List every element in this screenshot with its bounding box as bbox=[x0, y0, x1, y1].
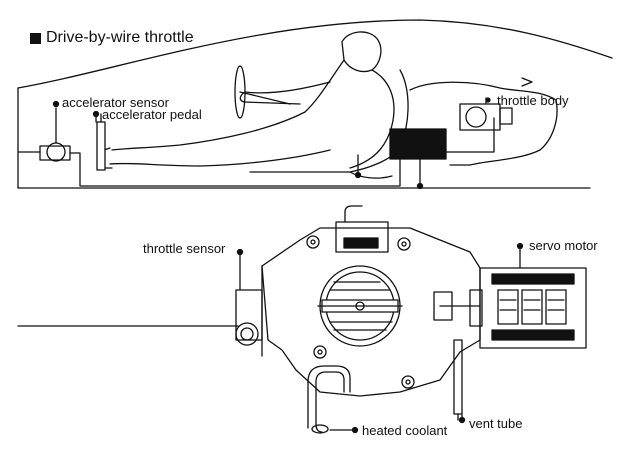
label-servo-motor: servo motor bbox=[529, 238, 598, 253]
servo-motor bbox=[479, 267, 587, 349]
label-heated-coolant: heated coolant bbox=[362, 423, 448, 438]
label-accelerator-sensor: accelerator sensor bbox=[62, 95, 169, 110]
label-throttle-body: throttle body bbox=[497, 93, 569, 108]
title-text: Drive-by-wire throttle bbox=[46, 29, 194, 46]
sensor-wiring bbox=[69, 152, 401, 187]
heated-coolant-pipe bbox=[315, 371, 345, 433]
accelerator-pedal bbox=[96, 113, 106, 171]
label-accelerator-pedal: accelerator pedal bbox=[102, 107, 202, 122]
steering-wheel bbox=[234, 65, 291, 119]
label-vent-tube: vent tube bbox=[469, 416, 523, 431]
accelerator-sensor bbox=[17, 100, 71, 162]
car-outline bbox=[17, 19, 613, 189]
throttle-assembly bbox=[17, 205, 587, 434]
label-throttle-sensor: throttle sensor bbox=[143, 241, 226, 256]
title-bullet-icon bbox=[30, 32, 41, 44]
ecu-box bbox=[389, 128, 447, 160]
diagram-title: Drive-by-wire throttle bbox=[30, 30, 194, 46]
